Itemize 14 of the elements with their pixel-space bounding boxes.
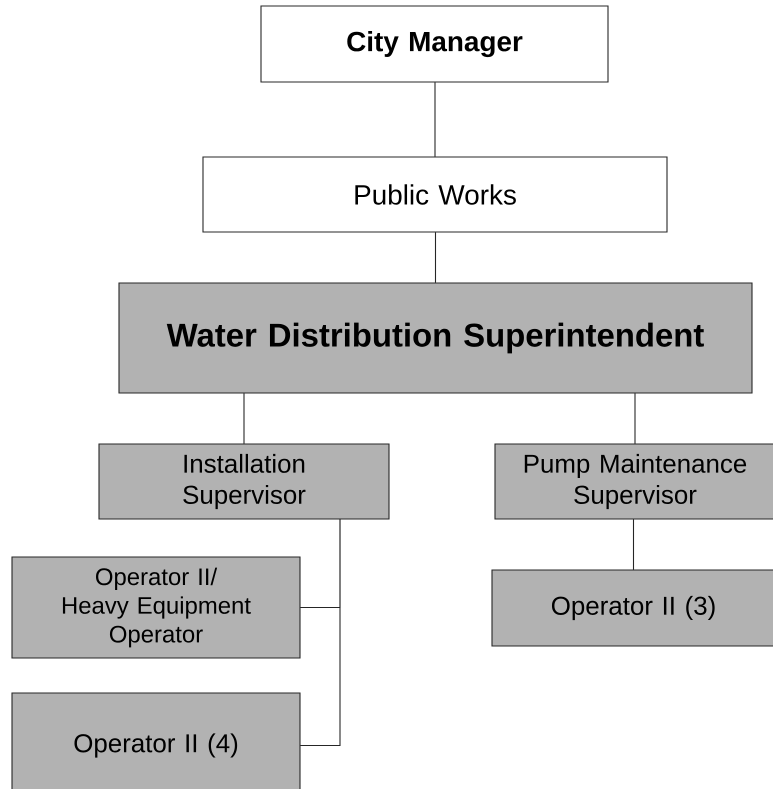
- org-box: Operator II (3): [491, 569, 773, 647]
- connector-line: [632, 520, 634, 570]
- org-box: Installation Supervisor: [98, 443, 390, 520]
- org-box: Operator II/ Heavy Equipment Operator: [11, 556, 301, 659]
- org-box: Operator II (4): [11, 692, 301, 789]
- connector-line: [634, 394, 636, 444]
- org-box: Pump Maintenance Supervisor: [494, 443, 773, 520]
- connector-line: [434, 82, 436, 156]
- connector-line: [434, 232, 436, 282]
- connector-line: [300, 519, 341, 746]
- org-box: Public Works: [202, 156, 668, 233]
- org-box: City Manager: [260, 5, 609, 83]
- connector-line: [243, 394, 245, 444]
- heading-box: Water Distribution Superintendent: [118, 282, 753, 394]
